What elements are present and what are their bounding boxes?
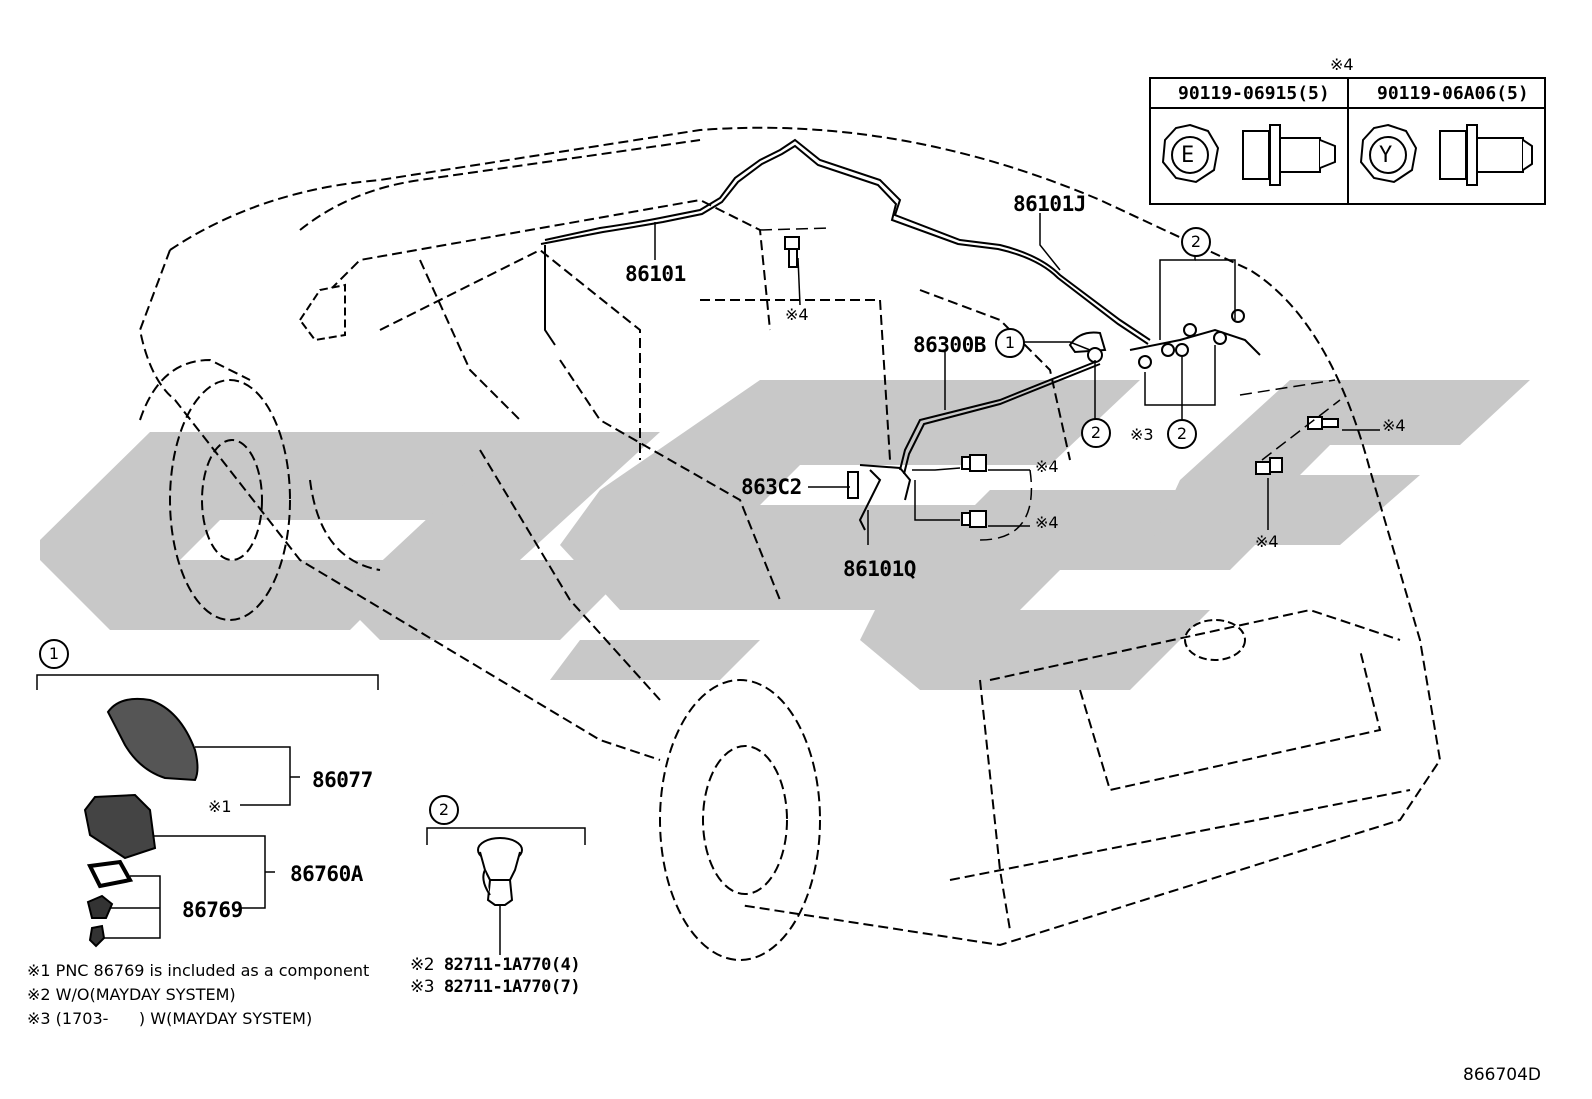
footnote-1: ※1 PNC 86769 is included as a component: [27, 961, 370, 980]
fastener-y-drawing: [1359, 123, 1533, 186]
vehicle-outline: [138, 126, 1442, 947]
antenna-base: [83, 793, 157, 860]
fastener-part-1: 90119-06915(5): [1178, 83, 1330, 104]
circle-marker-1-detail: 1: [39, 639, 69, 669]
clamp-note-x2: ※2 82711-1A770(4): [410, 955, 581, 975]
circle-marker-2-right: 2: [1167, 419, 1197, 449]
fastener-part-2: 90119-06A06(5): [1377, 83, 1529, 104]
footnote-2: ※2 W/O(MAYDAY SYSTEM): [27, 985, 236, 1004]
clamp-ref-1: 82711-1A770(4): [443, 955, 581, 975]
bolt-front-roof: [784, 236, 800, 268]
label-86760a: 86760A: [290, 862, 363, 886]
bolt-mid-1: [961, 454, 987, 472]
fastener-head-y: Y: [1379, 143, 1393, 168]
label-86101j: 86101J: [1013, 192, 1086, 216]
clamp-note-x2-mark: ※2: [410, 955, 435, 975]
wheels: [169, 379, 821, 961]
mark-x1: ※1: [208, 797, 232, 816]
fastener-table-note: ※4: [1330, 55, 1354, 74]
label-86300b: 86300B: [913, 333, 986, 357]
connector-863c2: [847, 471, 859, 499]
antenna-cover: [106, 697, 199, 782]
label-86101q: 86101Q: [843, 557, 916, 581]
fastener-head-e: E: [1181, 143, 1195, 168]
detail-brackets: [36, 674, 586, 955]
clamp-detail: [477, 837, 523, 906]
clamp-ref-2: 82711-1A770(7): [443, 977, 581, 997]
bolt-rear-lower: [1255, 457, 1283, 475]
label-86101: 86101: [625, 262, 686, 286]
watermark-logo: [40, 380, 1530, 690]
diagram-id: 866704D: [1463, 1065, 1541, 1085]
rear-emblem: [1184, 619, 1246, 661]
fastener-e-drawing: [1161, 123, 1336, 186]
antenna-screw: [88, 924, 106, 948]
antenna-gasket: [86, 859, 134, 889]
dashed-guides: [759, 227, 1341, 541]
mark-x4-front: ※4: [785, 305, 809, 324]
leader-lines: [654, 213, 1380, 545]
mark-x3: ※3: [1130, 425, 1154, 444]
antenna-nut: [86, 894, 114, 919]
side-mirror: [298, 283, 346, 342]
circle-marker-2-top: 2: [1181, 227, 1211, 257]
label-86769: 86769: [182, 898, 243, 922]
mark-x4-rear1: ※4: [1382, 416, 1406, 435]
footnote-3: ※3 (1703- ) W(MAYDAY SYSTEM): [27, 1009, 313, 1028]
mark-x4-mid1: ※4: [1035, 457, 1059, 476]
bolt-rear-upper: [1307, 416, 1339, 430]
mark-x4-mid2: ※4: [1035, 513, 1059, 532]
circle-marker-1-roof: 1: [995, 328, 1025, 358]
clamp-markers: [1087, 309, 1245, 369]
circle-marker-2-left: 2: [1081, 418, 1111, 448]
clamp-note-x3-mark: ※3: [410, 977, 435, 997]
antenna-harness: [540, 138, 1261, 531]
bolt-mid-2: [961, 510, 987, 528]
bolts: [784, 236, 1339, 528]
label-863c2: 863C2: [741, 475, 802, 499]
mark-x4-rear2: ※4: [1255, 532, 1279, 551]
clamp-note-x3: ※3 82711-1A770(7): [410, 977, 581, 997]
fastener-table: [1149, 77, 1546, 205]
label-86077: 86077: [312, 768, 373, 792]
circle-marker-2-detail: 2: [429, 795, 459, 825]
